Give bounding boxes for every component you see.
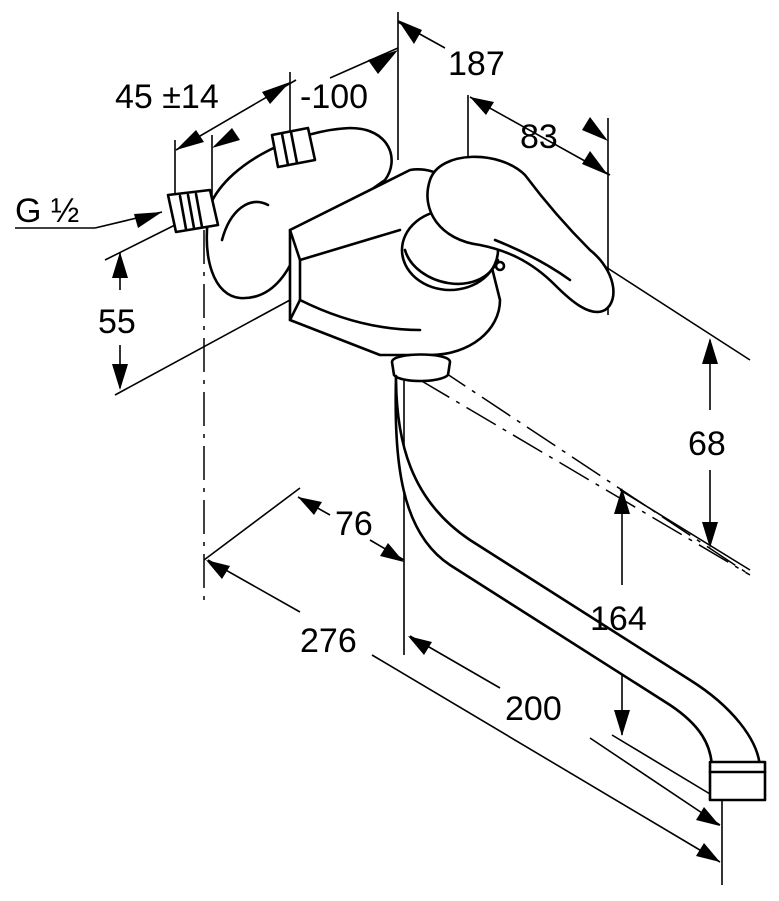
label-body-length: -100: [300, 78, 368, 116]
dimension-labels: G ½ 45 ±14 -100 187 83 55 68 164 76 276 …: [15, 45, 726, 728]
lower-axis-line: [419, 379, 751, 576]
label-spout-reach: 200: [505, 690, 562, 728]
connector-right: [270, 126, 317, 169]
label-handle: 83: [520, 118, 558, 156]
label-spout-offset: 76: [335, 505, 373, 543]
arrowheads: [112, 20, 720, 862]
label-total-reach: 276: [300, 622, 357, 660]
label-total-depth: 187: [448, 45, 505, 83]
faucet: [166, 126, 767, 802]
connector-left: [166, 188, 220, 234]
lever-handle: [426, 155, 615, 314]
spout-nut: [390, 353, 452, 383]
dimension-lines: [119, 21, 721, 863]
label-spout-rise: 68: [688, 425, 726, 463]
label-offset: 45 ±14: [115, 78, 219, 116]
center-lines: [203, 217, 751, 605]
label-inlet-height: 55: [98, 303, 136, 341]
label-spout-height: 164: [590, 600, 647, 638]
label-thread: G ½: [15, 192, 79, 230]
aerator: [708, 760, 767, 802]
